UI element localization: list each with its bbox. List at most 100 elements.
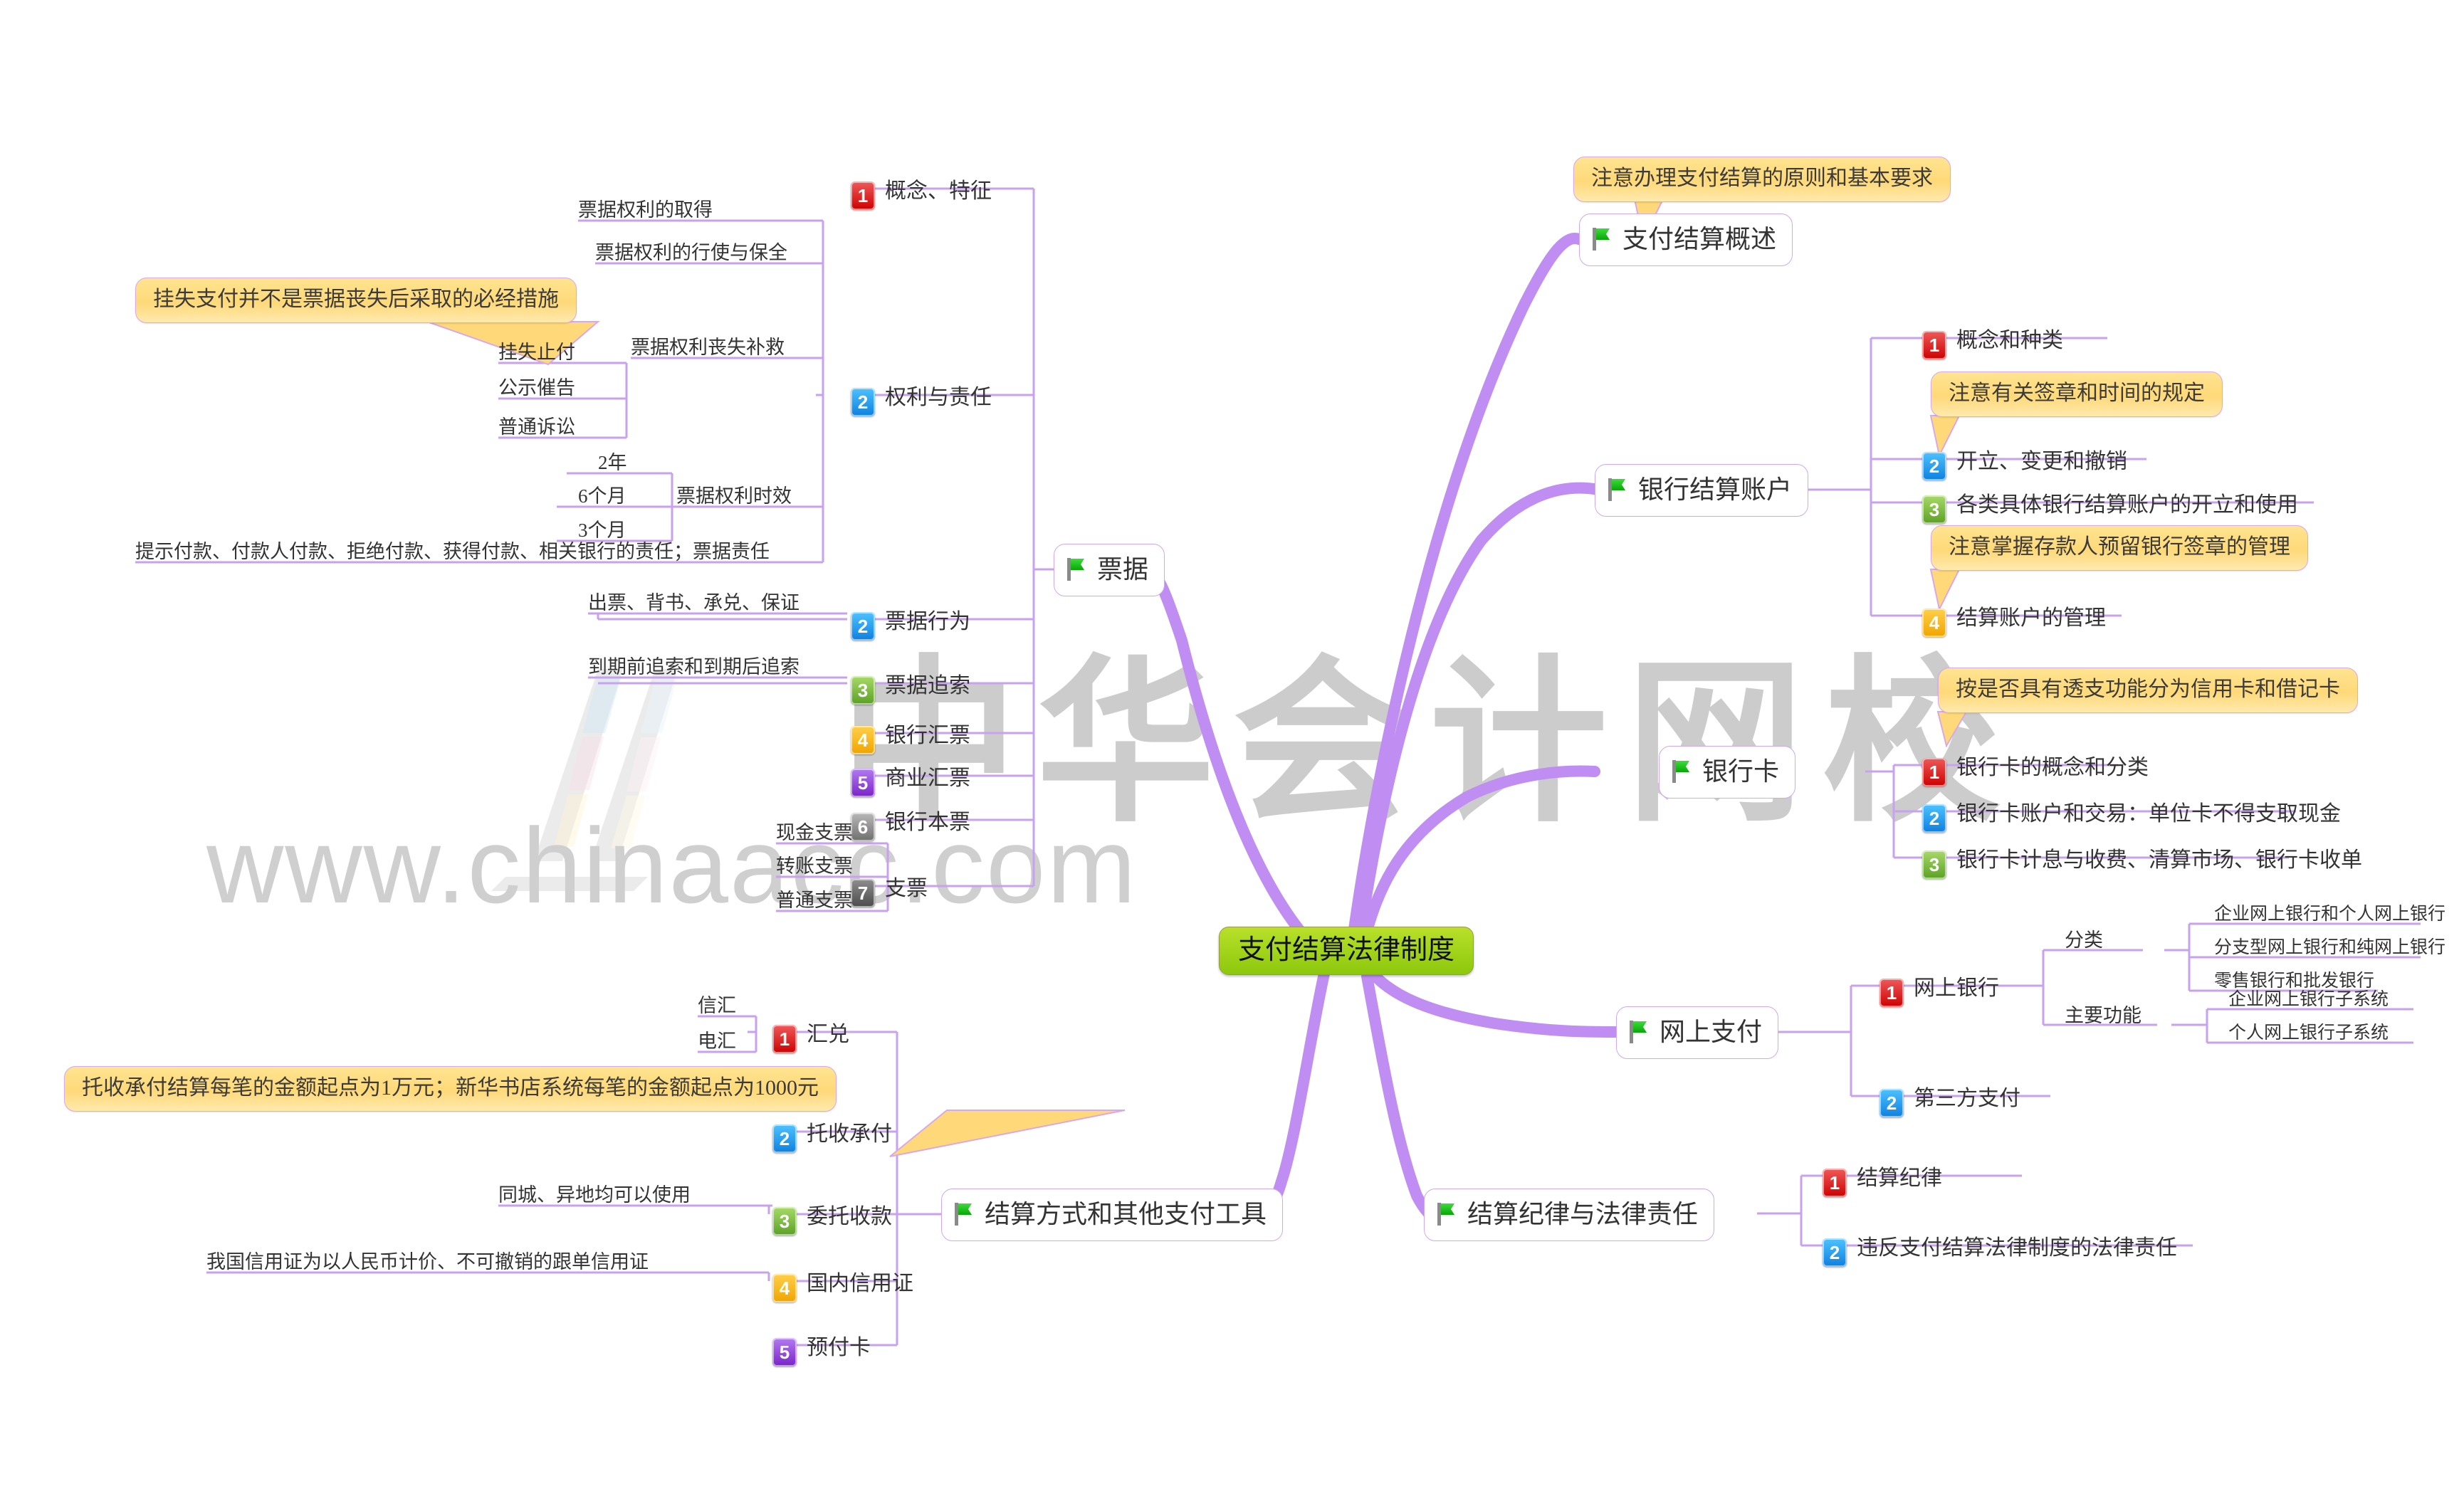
leaf-6geyue[interactable]: 6个月 <box>578 485 627 507</box>
flag-icon <box>955 1192 973 1226</box>
node-zhanghu-4[interactable]: 4 结算账户的管理 <box>1922 600 2106 637</box>
badge-2: 2 <box>1922 452 1946 480</box>
node-label: 预付卡 <box>807 1336 871 1359</box>
branch-piaoju-label: 票据 <box>1097 555 1149 584</box>
leaf-fenlei-3[interactable]: 零售银行和批发银行 <box>2214 971 2375 991</box>
node-label: 国内信用证 <box>807 1272 913 1295</box>
node-label: 银行卡的概念和分类 <box>1956 756 2149 779</box>
node-label: 银行本票 <box>885 811 970 834</box>
leaf-quanli-qude[interactable]: 票据权利的取得 <box>578 199 713 221</box>
node-label: 银行汇票 <box>885 724 970 747</box>
leaf-putong-susong[interactable]: 普通诉讼 <box>498 416 575 438</box>
leaf-xianjin-zhipiao[interactable]: 现金支票 <box>776 822 853 843</box>
badge-2: 2 <box>772 1124 797 1153</box>
leaf-fenlei[interactable]: 分类 <box>2065 929 2103 951</box>
leaf-gongneng-1[interactable]: 企业网上银行子系统 <box>2228 990 2389 1009</box>
flag-icon <box>1067 547 1086 581</box>
callout-gaishu[interactable]: 注意办理支付结算的原则和基本要求 <box>1573 157 1951 202</box>
leaf-tongcheng-yidi[interactable]: 同城、异地均可以使用 <box>498 1184 691 1206</box>
callout-guashi[interactable]: 挂失支付并不是票据丧失后采取的必经措施 <box>135 278 577 323</box>
badge-4: 4 <box>772 1274 797 1302</box>
callout-jiesuan[interactable]: 托收承付结算每笔的金额起点为1万元；新华书店系统每笔的金额起点为1000元 <box>64 1066 837 1112</box>
node-label: 各类具体银行结算账户的开立和使用 <box>1956 493 2298 517</box>
badge-2: 2 <box>851 388 875 416</box>
flag-icon <box>1437 1192 1456 1226</box>
leaf-piaoju-xingwei[interactable]: 出票、背书、承兑、保证 <box>588 592 800 613</box>
node-label: 违反支付结算法律制度的法律责任 <box>1857 1236 2177 1260</box>
branch-piaoju[interactable]: 票据 <box>1054 544 1165 596</box>
leaf-dianhui[interactable]: 电汇 <box>698 1031 736 1052</box>
leaf-fenlei-2[interactable]: 分支型网上银行和纯网上银行 <box>2214 938 2446 957</box>
node-piaoju-2[interactable]: 2 权利与责任 <box>851 379 992 416</box>
leaf-piaoju-zhuisuo[interactable]: 到期前追索和到期后追索 <box>588 656 800 678</box>
badge-1: 1 <box>1880 979 1904 1007</box>
flag-icon <box>1593 217 1611 251</box>
badge-5: 5 <box>772 1338 797 1366</box>
callout-yinhangka[interactable]: 按是否具有透支功能分为信用卡和借记卡 <box>1938 668 2358 713</box>
leaf-gongneng-2[interactable]: 个人网上银行子系统 <box>2228 1023 2389 1043</box>
badge-2: 2 <box>1922 804 1946 833</box>
leaf-3geyue[interactable]: 3个月 <box>578 520 627 541</box>
branch-wangshang[interactable]: 网上支付 <box>1616 1006 1779 1059</box>
leaf-xinhui[interactable]: 信汇 <box>698 995 736 1016</box>
leaf-quanli-zeren[interactable]: 提示付款、付款人付款、拒绝付款、获得付款、相关银行的责任；票据责任 <box>135 541 770 562</box>
leaf-zhuanzhang-zhipiao[interactable]: 转账支票 <box>776 855 853 877</box>
node-label: 网上银行 <box>1914 976 1999 1000</box>
leaf-guashi-zhifu[interactable]: 挂失止付 <box>498 342 575 363</box>
node-wangshang-1[interactable]: 1 网上银行 <box>1880 970 1999 1007</box>
leaf-gongshi-cuigao[interactable]: 公示催告 <box>498 377 575 399</box>
node-label: 开立、变更和撤销 <box>1956 450 2127 473</box>
badge-1: 1 <box>772 1025 797 1053</box>
node-label: 概念、特征 <box>885 179 992 203</box>
leaf-quanli-buju[interactable]: 票据权利丧失补救 <box>631 337 785 358</box>
leaf-quanli-xingshi[interactable]: 票据权利的行使与保全 <box>595 242 787 263</box>
callout-zhanghu-2[interactable]: 注意掌握存款人预留银行签章的管理 <box>1931 525 2308 571</box>
branch-gaishu[interactable]: 支付结算概述 <box>1579 214 1793 266</box>
node-jiesuan-5[interactable]: 5 预付卡 <box>772 1329 871 1366</box>
leaf-zhuyao-gongneng[interactable]: 主要功能 <box>2065 1005 2141 1026</box>
badge-4: 4 <box>1922 608 1946 637</box>
branch-jilv[interactable]: 结算纪律与法律责任 <box>1424 1189 1715 1241</box>
leaf-quanli-shixiao[interactable]: 票据权利时效 <box>676 485 792 507</box>
node-yinhangka-1[interactable]: 1 银行卡的概念和分类 <box>1922 749 2149 786</box>
branch-zhanghu[interactable]: 银行结算账户 <box>1595 464 1809 517</box>
leaf-xinyongzheng[interactable]: 我国信用证为以人民币计价、不可撤销的跟单信用证 <box>206 1251 649 1273</box>
node-label: 概念和种类 <box>1956 329 2063 352</box>
root-node[interactable]: 支付结算法律制度 <box>1219 927 1474 975</box>
node-jiesuan-4[interactable]: 4 国内信用证 <box>772 1265 913 1302</box>
branch-jiesuan-label: 结算方式和其他支付工具 <box>985 1200 1267 1228</box>
node-zhanghu-2[interactable]: 2 开立、变更和撤销 <box>1922 443 2127 480</box>
node-label: 支票 <box>885 877 928 900</box>
badge-1: 1 <box>1922 758 1946 786</box>
node-label: 权利与责任 <box>885 386 992 409</box>
callout-zhanghu-1[interactable]: 注意有关签章和时间的规定 <box>1931 372 2223 417</box>
branch-yinhangka[interactable]: 银行卡 <box>1659 746 1796 799</box>
leaf-2nian[interactable]: 2年 <box>598 452 627 473</box>
badge-3: 3 <box>1922 850 1946 879</box>
leaf-fenlei-1[interactable]: 企业网上银行和个人网上银行 <box>2214 905 2446 924</box>
flag-icon <box>1672 749 1691 783</box>
branch-zhanghu-label: 银行结算账户 <box>1638 475 1793 504</box>
leaf-putong-zhipiao[interactable]: 普通支票 <box>776 890 853 911</box>
badge-3: 3 <box>851 676 875 705</box>
branch-jiesuan[interactable]: 结算方式和其他支付工具 <box>941 1189 1284 1241</box>
node-label: 结算账户的管理 <box>1956 606 2106 630</box>
